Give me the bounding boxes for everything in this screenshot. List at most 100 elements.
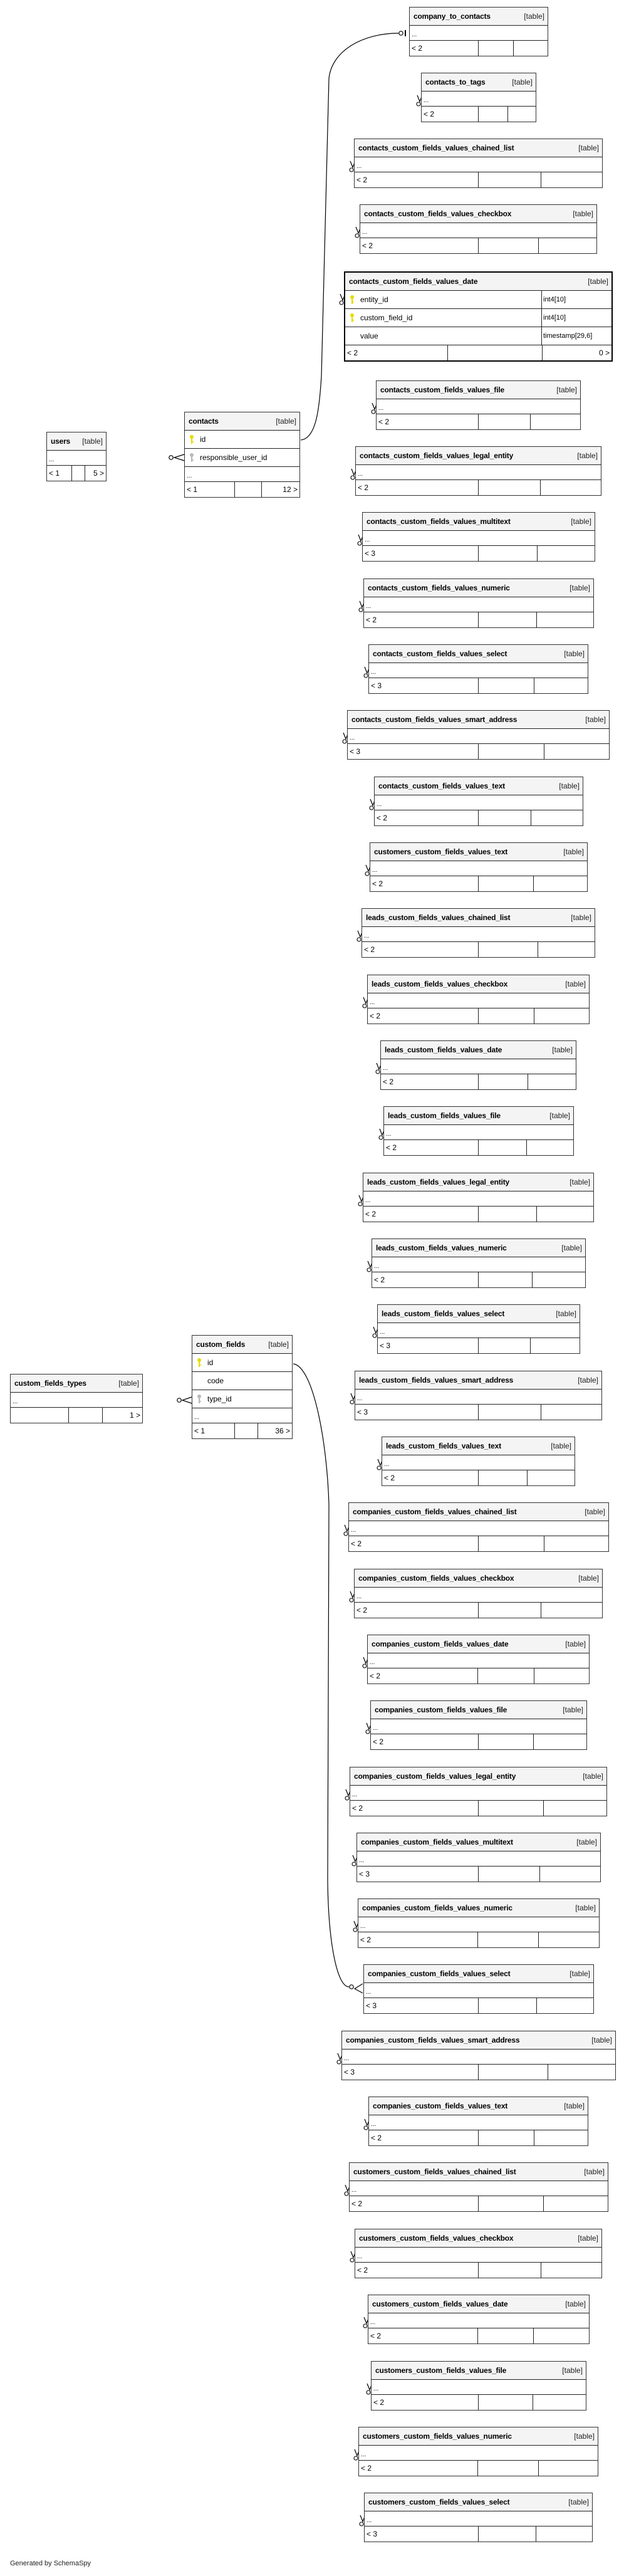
parents-link[interactable]: < 2: [378, 417, 390, 426]
table-header[interactable]: customers_custom_fields_values_checkbox[…: [355, 2229, 601, 2248]
parents-link[interactable]: < 2: [373, 1737, 384, 1746]
parents-link[interactable]: < 1: [194, 1427, 205, 1435]
more-columns-ellipsis[interactable]: ...: [371, 1719, 586, 1734]
table-header[interactable]: companies_custom_fields_values_smart_add…: [342, 2031, 615, 2050]
table-companies-custom-fields-values-smart-address[interactable]: companies_custom_fields_values_smart_add…: [341, 2031, 616, 2080]
children-link[interactable]: 1 >: [102, 1408, 142, 1423]
more-columns-ellipsis[interactable]: ...: [384, 1125, 573, 1140]
table-name[interactable]: companies_custom_fields_values_file: [375, 1705, 507, 1714]
parents-link[interactable]: < 2: [386, 1143, 397, 1152]
table-header[interactable]: companies_custom_fields_values_file[tabl…: [371, 1701, 586, 1719]
parents-link[interactable]: < 2: [377, 814, 388, 822]
table-name[interactable]: contacts_custom_fields_values_numeric: [368, 584, 510, 592]
table-contacts-custom-fields-values-date[interactable]: contacts_custom_fields_values_date[table…: [344, 271, 613, 362]
table-name[interactable]: contacts_custom_fields_values_multitext: [367, 517, 511, 526]
table-header[interactable]: leads_custom_fields_values_select[table]: [378, 1305, 580, 1323]
more-columns-ellipsis[interactable]: ...: [364, 597, 593, 612]
more-columns-ellipsis[interactable]: ...: [357, 1851, 600, 1867]
parents-link[interactable]: < 3: [380, 1341, 391, 1350]
more-columns-ellipsis[interactable]: ...: [11, 1393, 142, 1408]
column-row[interactable]: type_id: [192, 1390, 292, 1408]
table-header[interactable]: leads_custom_fields_values_file[table]: [384, 1107, 573, 1125]
table-contacts-custom-fields-values-smart-address[interactable]: contacts_custom_fields_values_smart_addr…: [347, 710, 610, 760]
table-contacts-custom-fields-values-legal-entity[interactable]: contacts_custom_fields_values_legal_enti…: [355, 446, 601, 496]
table-companies-custom-fields-values-text[interactable]: companies_custom_fields_values_text[tabl…: [368, 2097, 588, 2146]
table-companies-custom-fields-values-multitext[interactable]: companies_custom_fields_values_multitext…: [356, 1833, 601, 1882]
table-name[interactable]: custom_fields: [196, 1340, 246, 1349]
table-header[interactable]: contacts_custom_fields_values_select[tab…: [369, 645, 588, 663]
table-name[interactable]: customers_custom_fields_values_text: [374, 847, 508, 856]
table-custom-fields-types[interactable]: custom_fields_types[table]...1 >: [10, 1374, 143, 1423]
more-columns-ellipsis[interactable]: ...: [364, 1983, 593, 1998]
table-header[interactable]: contacts_custom_fields_values_legal_enti…: [356, 447, 601, 465]
parents-link[interactable]: < 3: [344, 2068, 355, 2076]
more-columns-ellipsis[interactable]: ...: [370, 861, 587, 876]
table-name[interactable]: companies_custom_fields_values_date: [372, 1640, 509, 1648]
table-contacts-custom-fields-values-chained-list[interactable]: contacts_custom_fields_values_chained_li…: [354, 139, 603, 188]
table-leads-custom-fields-values-smart-address[interactable]: leads_custom_fields_values_smart_address…: [355, 1371, 602, 1420]
table-header[interactable]: contacts_custom_fields_values_multitext[…: [363, 513, 595, 531]
parents-link[interactable]: < 2: [384, 1474, 395, 1482]
table-name[interactable]: customers_custom_fields_values_numeric: [363, 2432, 512, 2441]
more-columns-ellipsis[interactable]: ...: [363, 531, 595, 546]
parents-link[interactable]: < 2: [358, 483, 369, 492]
parents-link[interactable]: < 2: [361, 2464, 372, 2473]
table-leads-custom-fields-values-file[interactable]: leads_custom_fields_values_file[table]..…: [383, 1106, 574, 1156]
table-name[interactable]: contacts_custom_fields_values_date: [349, 277, 478, 286]
more-columns-ellipsis[interactable]: ...: [358, 1917, 599, 1932]
children-link[interactable]: 36 >: [257, 1423, 292, 1438]
table-header[interactable]: companies_custom_fields_values_multitext…: [357, 1833, 600, 1851]
more-columns-ellipsis[interactable]: ...: [377, 399, 580, 414]
parents-link[interactable]: < 2: [352, 1804, 363, 1813]
table-name[interactable]: companies_custom_fields_values_numeric: [362, 1903, 512, 1912]
parents-link[interactable]: < 3: [365, 549, 376, 558]
table-header[interactable]: customers_custom_fields_values_select[ta…: [365, 2493, 592, 2511]
table-header[interactable]: companies_custom_fields_values_text[tabl…: [369, 2097, 588, 2115]
table-header[interactable]: companies_custom_fields_values_legal_ent…: [350, 1767, 606, 1786]
parents-link[interactable]: < 3: [371, 681, 382, 690]
more-columns-ellipsis[interactable]: ...: [350, 1786, 606, 1801]
parents-link[interactable]: < 2: [364, 945, 375, 954]
table-name[interactable]: companies_custom_fields_values_chained_l…: [353, 1507, 517, 1516]
table-contacts-to-tags[interactable]: contacts_to_tags[table]...< 2: [421, 73, 536, 122]
table-header[interactable]: custom_fields_types[table]: [11, 1374, 142, 1393]
more-columns-ellipsis[interactable]: ...: [348, 729, 609, 744]
table-contacts-custom-fields-values-numeric[interactable]: contacts_custom_fields_values_numeric[ta…: [363, 579, 594, 628]
more-columns-ellipsis[interactable]: ...: [372, 2380, 586, 2395]
table-header[interactable]: company_to_contacts[table]: [410, 8, 548, 26]
table-header[interactable]: contacts_custom_fields_values_date[table…: [345, 273, 611, 291]
table-customers-custom-fields-values-file[interactable]: customers_custom_fields_values_file[tabl…: [371, 2361, 586, 2411]
more-columns-ellipsis[interactable]: ...: [359, 2446, 598, 2461]
more-columns-ellipsis[interactable]: ...: [369, 2115, 588, 2130]
parents-link[interactable]: < 2: [412, 44, 423, 53]
parents-link[interactable]: < 2: [351, 1539, 362, 1548]
table-customers-custom-fields-values-checkbox[interactable]: customers_custom_fields_values_checkbox[…: [355, 2229, 602, 2278]
more-columns-ellipsis[interactable]: ...: [342, 2050, 615, 2065]
table-name[interactable]: contacts_custom_fields_values_text: [378, 782, 505, 790]
table-name[interactable]: customers_custom_fields_values_select: [368, 2498, 510, 2506]
column-row[interactable]: code: [192, 1372, 292, 1390]
parents-link[interactable]: < 2: [370, 1672, 381, 1680]
more-columns-ellipsis[interactable]: ...: [360, 223, 596, 238]
parents-link[interactable]: < 2: [370, 2332, 382, 2340]
parents-link[interactable]: < 2: [362, 241, 373, 250]
parents-link[interactable]: < 2: [372, 879, 383, 888]
more-columns-ellipsis[interactable]: ...: [349, 1521, 608, 1536]
table-name[interactable]: companies_custom_fields_values_text: [373, 2102, 508, 2110]
table-header[interactable]: leads_custom_fields_values_legal_entity[…: [363, 1173, 593, 1191]
parents-link[interactable]: < 3: [357, 1408, 368, 1416]
parents-link[interactable]: < 2: [370, 1012, 381, 1020]
parents-link[interactable]: < 3: [350, 747, 361, 756]
table-header[interactable]: custom_fields[table]: [192, 1336, 292, 1354]
table-header[interactable]: customers_custom_fields_values_chained_l…: [350, 2163, 608, 2181]
parents-link[interactable]: < 1: [49, 469, 60, 478]
more-columns-ellipsis[interactable]: ...: [375, 795, 583, 810]
more-columns-ellipsis[interactable]: ...: [350, 2181, 608, 2196]
table-name[interactable]: companies_custom_fields_values_smart_add…: [346, 2036, 520, 2045]
table-company-to-contacts[interactable]: company_to_contacts[table]...< 2: [409, 7, 548, 56]
table-header[interactable]: leads_custom_fields_values_date[table]: [381, 1041, 576, 1059]
table-header[interactable]: companies_custom_fields_values_numeric[t…: [358, 1899, 599, 1917]
table-customers-custom-fields-values-numeric[interactable]: customers_custom_fields_values_numeric[t…: [358, 2427, 598, 2476]
